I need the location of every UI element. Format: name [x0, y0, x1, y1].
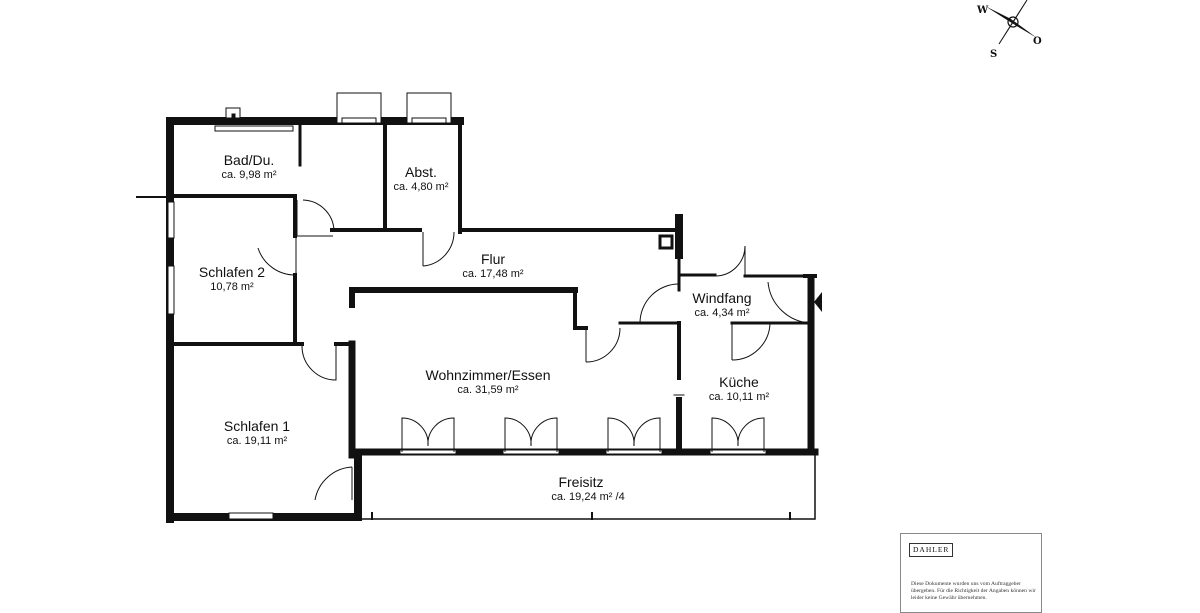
room-area-freisitz: ca. 19,24 m² /4 [551, 491, 624, 503]
room-area-kueche: ca. 10,11 m² [709, 391, 770, 403]
room-area-wohnzimmer: ca. 31,59 m² [457, 384, 518, 396]
room-name-windfang: Windfang [692, 290, 751, 306]
entrance-arrow-icon [814, 292, 822, 312]
room-area-abst: ca. 4,80 m² [393, 181, 448, 193]
compass-rose: W S O [976, 0, 1042, 60]
interior-walls [168, 121, 817, 459]
windows [167, 92, 767, 520]
brand-logo: DAHLER [909, 543, 954, 557]
room-name-wohnzimmer: Wohnzimmer/Essen [425, 367, 550, 383]
compass-label-s: S [990, 49, 997, 60]
legend-box: DAHLER Diese Dokumente wurden uns vom Au… [900, 533, 1042, 613]
doors [257, 199, 812, 501]
room-area-flur: ca. 17,48 m² [462, 268, 523, 280]
room-name-schlafen2: Schlafen 2 [199, 264, 265, 280]
compass-label-o: O [1033, 36, 1042, 47]
room-name-abst: Abst. [405, 164, 437, 180]
room-name-schlafen1: Schlafen 1 [224, 418, 290, 434]
room-name-kueche: Küche [719, 374, 759, 390]
room-labels: Bad/Du. ca. 9,98 m² Abst. ca. 4,80 m² Sc… [199, 152, 770, 503]
compass-label-w: W [976, 5, 989, 16]
room-area-schlafen1: ca. 19,11 m² [227, 435, 288, 447]
room-name-freisitz: Freisitz [558, 474, 603, 490]
room-area-bad: ca. 9,98 m² [221, 169, 276, 181]
room-area-windfang: ca. 4,34 m² [694, 307, 749, 319]
room-name-flur: Flur [481, 251, 505, 267]
disclaimer-text: Diese Dokumente wurden uns vom Auftragge… [911, 581, 1036, 601]
floor-plan: W S O [136, 0, 1042, 523]
room-area-schlafen2: 10,78 m² [210, 281, 254, 293]
room-name-bad: Bad/Du. [224, 152, 275, 168]
